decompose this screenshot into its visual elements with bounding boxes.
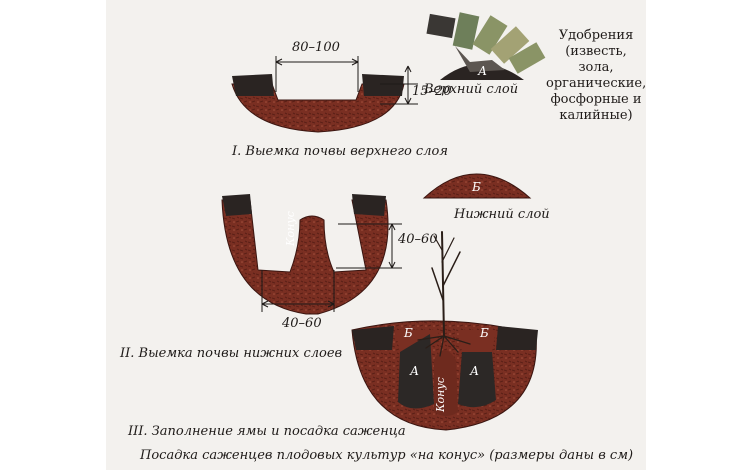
bottom-layer-label: Нижний слой: [454, 207, 550, 222]
letter-a-right: А: [470, 364, 480, 378]
top-layer-label: Верхний слой: [424, 82, 519, 97]
step2-dimensions: [261, 223, 402, 312]
step1-caption: I. Выемка почвы верхнего слоя: [232, 144, 448, 159]
dimension-depth-step1: 15–20: [412, 84, 452, 99]
letter-b-bottom-layer: Б: [472, 180, 481, 194]
letter-b-left: Б: [404, 326, 413, 340]
fertilizer-line-3: органические,: [546, 76, 647, 91]
fertilizer-bags: [426, 12, 546, 80]
fertilizer-line-4: фосфорные и: [550, 92, 642, 107]
sapling: [417, 231, 471, 357]
letter-b-right: Б: [480, 326, 489, 340]
fertilizer-line-5: калийные): [559, 108, 633, 123]
bottom-layer-mound: [422, 173, 532, 199]
cone-label-step3: Конус: [434, 377, 447, 412]
step1-pit: [231, 74, 405, 133]
figure-caption: Посадка саженцев плодовых культур «на ко…: [140, 448, 634, 463]
letter-a-left: А: [410, 364, 420, 378]
step2-pit: [221, 194, 389, 315]
dimension-depth-step2: 40–60: [398, 232, 438, 247]
step3-caption: III. Заполнение ямы и посадка саженца: [128, 424, 406, 439]
step3-pit: [351, 320, 538, 431]
fertilizer-line-2: (известь, зола,: [565, 44, 627, 75]
fertilizer-line-1: Удобрения: [558, 28, 634, 43]
fertilizer-label: Удобрения (известь, зола, органические, …: [546, 28, 646, 124]
cone-label-step2: Конус: [284, 211, 297, 246]
letter-a-top-layer: А: [478, 64, 488, 78]
dimension-width-step1: 80–100: [292, 40, 340, 55]
dimension-width-step2: 40–60: [282, 316, 322, 331]
step2-caption: II. Выемка почвы нижних слоев: [120, 346, 343, 361]
step1-dimensions: [275, 56, 418, 105]
